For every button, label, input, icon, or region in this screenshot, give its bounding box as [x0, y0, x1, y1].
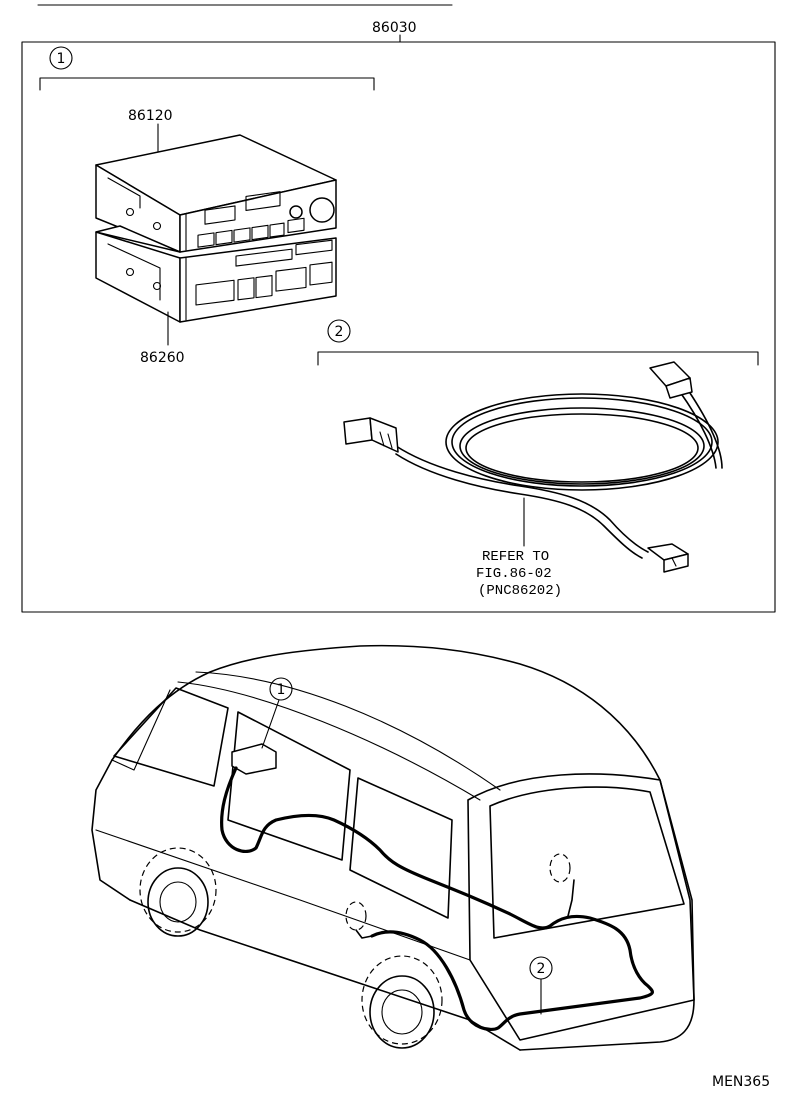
group-1-bracket	[39, 77, 375, 91]
svg-text:1: 1	[277, 682, 286, 698]
vehicle-wiring	[220, 766, 654, 1032]
svg-text:1: 1	[57, 51, 66, 67]
connector-left-icon	[343, 417, 399, 453]
figure-code: MEN365	[712, 1074, 770, 1090]
side-speaker-lead	[355, 929, 373, 939]
lower-unit-part-number: 86260	[140, 350, 185, 366]
connector-right-top-icon	[649, 361, 693, 399]
assembly-part-number: 86030	[372, 20, 417, 36]
reference-note-line-2: FIG.86-02	[476, 566, 552, 582]
upper-unit-part-number: 86120	[128, 108, 173, 124]
vehicle-callout-2: 2	[529, 956, 553, 1015]
wire-harness	[343, 361, 723, 573]
group-2-callout: 2	[327, 319, 351, 343]
rear-speaker-lead	[567, 879, 575, 917]
volume-knob-icon	[309, 197, 335, 223]
connector-right-bottom-icon	[647, 543, 689, 573]
group-2-bracket	[317, 351, 759, 366]
svg-text:2: 2	[335, 324, 344, 340]
cassette-deck-unit	[95, 225, 337, 323]
reference-note-line-3: (PNC86202)	[478, 583, 562, 599]
radio-head-unit	[95, 134, 337, 253]
reference-note-line-1: REFER TO	[482, 549, 549, 565]
dash-head-unit-icon	[231, 743, 277, 775]
speaker-side-icon	[345, 901, 367, 931]
svg-text:2: 2	[537, 961, 546, 977]
assembly-frame	[21, 41, 776, 613]
vehicle-callout-1: 1	[261, 677, 293, 749]
group-1-callout: 1	[49, 46, 73, 70]
speaker-rear-icon	[549, 853, 571, 883]
van-illustration	[91, 644, 695, 1051]
